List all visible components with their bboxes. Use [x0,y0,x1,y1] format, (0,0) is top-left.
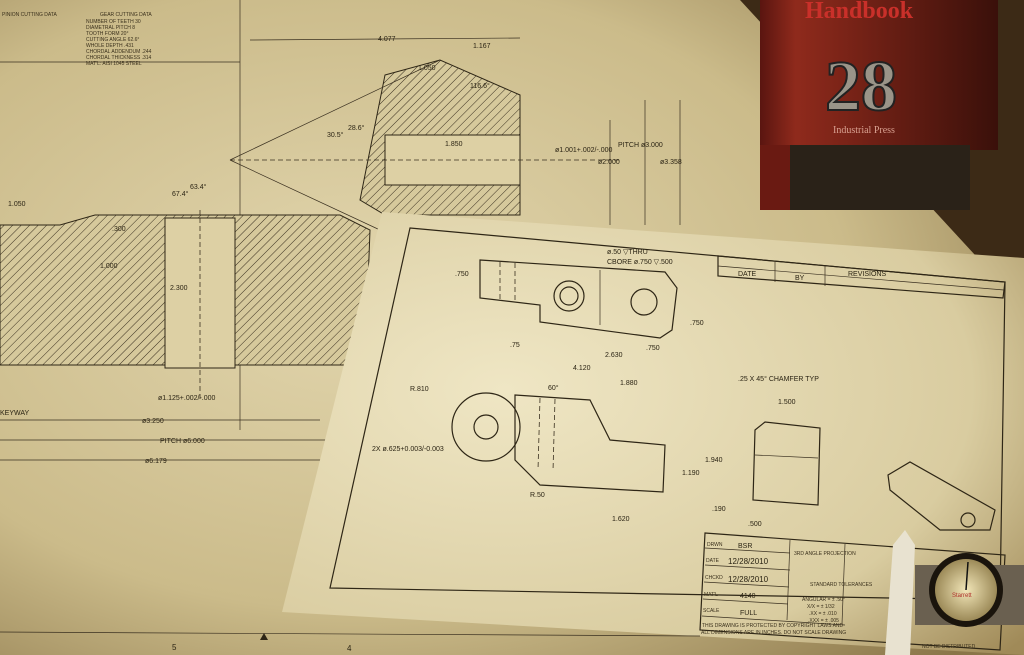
ruler-strip: 5 4 [0,631,701,653]
dimension-label: WHOLE DEPTH .431 [86,43,134,49]
dimension-label: 1.050 [8,201,26,208]
part-drawing-sheet: REVISIONS DATE BY [282,212,1024,655]
machinerys-handbook-book: Handbook 28 Industrial Press [760,0,998,210]
dimension-label: THIS DRAWING IS PROTECTED BY COPYRIGHT L… [702,623,844,629]
dimension-label: MAT'L [704,592,718,598]
part-side-view [752,421,821,506]
dimension-label: X/X = ± 1/32 [807,604,835,610]
dimension-label: ø3.250 [142,418,164,425]
dimension-label: .75 [510,342,520,349]
dimension-label: 60° [548,384,559,392]
dimension-label: 2.300 [170,285,188,292]
dimension-label: .300 [112,226,126,233]
dimension-label: 2X ø.625+0.003/-0.003 [372,446,444,453]
dimension-label: 4 [347,644,352,653]
dimension-label: PITCH ø3.000 [618,142,663,149]
dimension-label: ANGULAR = ± .50° [802,597,845,603]
projection-label: 3RD ANGLE PROJECTION [794,551,856,557]
gear-cutting-data-title: GEAR CUTTING DATA [100,12,152,18]
dimension-label: .750 [690,320,704,327]
dimension-label: ø1.125+.002/-.000 [158,395,216,402]
cbore-note-line1: ø.50 ▽THRU [607,249,648,256]
part-dimensions: ø.50 ▽THRU CBORE ø.750 ▽.500 .750 .750 .… [372,249,819,528]
dimension-label: CUTTING ANGLE 62.6° [86,37,139,43]
dimension-label: 1.167 [473,43,491,50]
dimension-label: 1.500 [778,399,796,406]
dimension-label: CHCKD [705,575,723,581]
dimension-label: 1.050 [418,65,436,72]
dimension-label: 1.620 [612,516,630,523]
dimension-label: R.50 [530,492,545,499]
dimension-label: MAT'L: AISI 1045 STEEL [86,61,142,67]
dimension-label: STANDARD TOLERANCES [810,582,873,588]
cbore-note-line2: CBORE ø.750 ▽.500 [607,259,673,266]
dimension-label: TOOTH FORM 20° [86,31,128,37]
book-publisher: Industrial Press [833,125,895,136]
book-title: Handbook [805,0,914,24]
dial-caliper: Starrett [885,530,1024,655]
dimension-label: 4.120 [573,365,591,372]
dimension-label: DIAMETRAL PITCH 8 [86,25,135,31]
dimension-label: DATE [738,271,756,278]
dimension-label: NOT BE DISTRIBUTED [922,644,976,650]
dimension-label: 12/28/2010 [728,557,769,566]
dimension-label: ø1.001+.002/-.000 [555,147,613,154]
dimension-label: ø2.000 [598,159,620,166]
dimension-label: 12/28/2010 [728,575,769,584]
dimension-label: 116.6° [470,82,490,90]
title-block: DRWN BSR DATE 12/28/2010 CHCKD 12/28/201… [699,532,1006,651]
dimension-label: 1.880 [620,380,638,387]
dimension-label: R.810 [410,386,429,393]
dimension-label: CHORDAL THICKNESS .314 [86,55,152,61]
dimension-label: 4140 [740,593,756,600]
dimension-label: ø6.179 [145,458,167,465]
part-top-view [479,259,678,339]
pinion-cutting-data-title: PINION CUTTING DATA [2,12,57,18]
dimension-label: 5 [172,643,177,652]
dimension-label: 1.000 [100,263,118,270]
dimension-label: DATE [706,558,720,564]
dimension-label: 4.077 [378,36,396,43]
part-front-view [451,392,666,493]
dimension-label: 1.940 [705,457,723,464]
dimension-label: 2.630 [605,352,623,359]
dimension-label: 63.4° [190,183,207,191]
dimension-label: BSR [738,543,752,550]
dimension-label: .750 [646,345,660,352]
dimension-label: DRWN [707,542,723,548]
dimension-label: KEYWAY [0,410,30,417]
part-isometric-view [887,461,996,531]
dimension-label: REVISIONS [848,271,886,278]
dimension-label: FULL [740,610,757,617]
revisions-block: REVISIONS DATE BY [717,255,1006,299]
chamfer-note: .25 X 45° CHAMFER TYP [738,375,819,383]
dimension-label: ALL DIMENSIONS ARE IN INCHES. DO NOT SCA… [701,630,846,636]
dimension-label: 1.190 [682,470,700,477]
dimension-label: .750 [455,271,469,278]
dimension-label: 28.6° [348,124,365,132]
dimension-label: .XX = ± .010 [809,611,837,617]
dimension-label: CHORDAL ADDENDUM .244 [86,49,152,55]
dimension-label: .500 [748,521,762,528]
dimension-label: 1.850 [445,141,463,148]
dimension-label: PITCH ø6.000 [160,438,205,445]
dimension-label: 30.5° [327,131,344,139]
dimension-label: BY [795,275,805,282]
dimension-label: .190 [712,506,726,513]
dimension-label: 67.4° [172,190,189,198]
dimension-label: ø3.358 [660,159,682,166]
dimension-label: .XXX = ± .005 [808,618,839,624]
dimension-label: SCALE [703,608,720,614]
book-edition: 28 [825,46,897,126]
caliper-brand: Starrett [952,593,972,599]
gear-dimensions: 4.077 1.167 1.050 116.6° 28.6° 30.5° 1.8… [0,36,682,465]
gear-cutting-data-list: NUMBER OF TEETH 30 DIAMETRAL PITCH 8 TOO… [86,19,152,67]
dimension-label: NUMBER OF TEETH 30 [86,19,141,25]
